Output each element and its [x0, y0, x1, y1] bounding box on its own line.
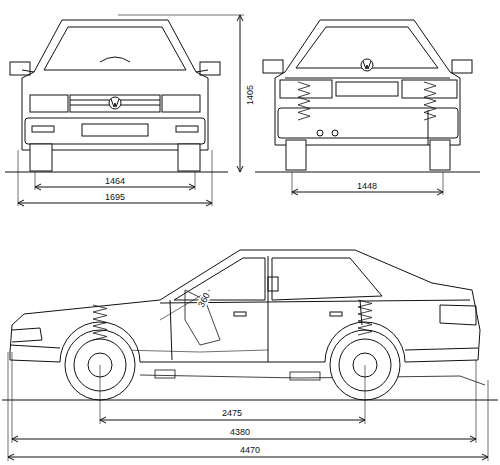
rear-view [255, 20, 480, 195]
coil-spring [424, 82, 436, 120]
dimension-label: 1405 [245, 83, 255, 107]
front-view [5, 15, 244, 206]
coil-spring [93, 305, 107, 340]
dimension-label: 2475 [220, 408, 244, 418]
dimension-label: 1448 [355, 181, 379, 191]
dimension-label: 4470 [238, 445, 262, 455]
side-view [2, 250, 498, 461]
dimension-label: 1695 [103, 192, 127, 202]
dimension-label: 1464 [103, 176, 127, 186]
coil-spring [358, 300, 372, 335]
dimension-label: 4380 [228, 427, 252, 437]
coil-spring [298, 82, 310, 120]
